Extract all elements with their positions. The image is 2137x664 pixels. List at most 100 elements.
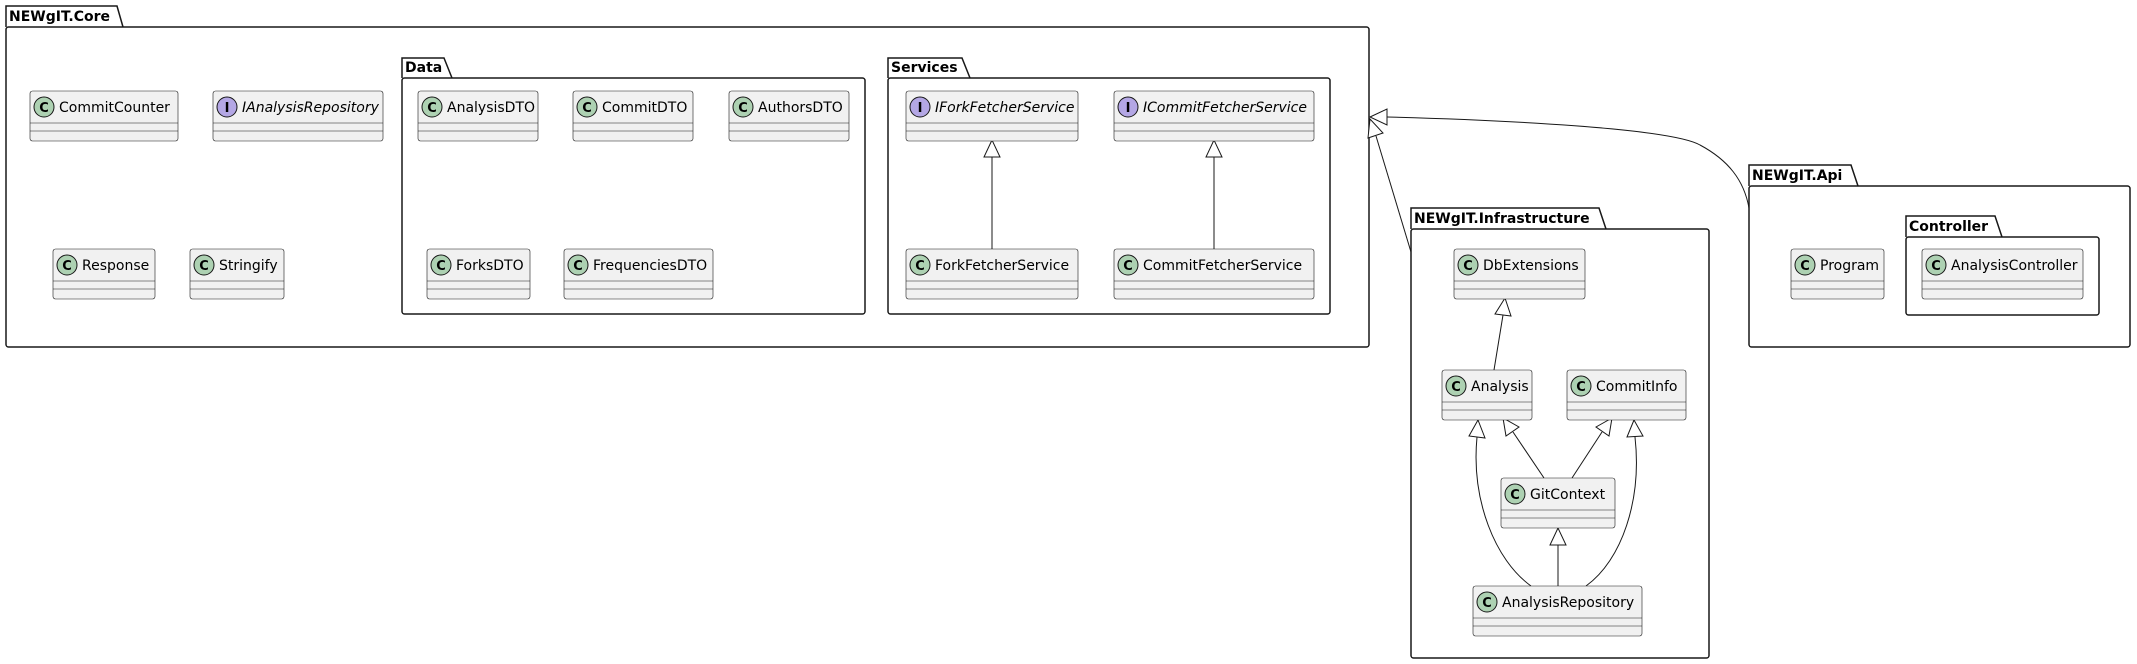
class-name: AnalysisRepository — [1502, 595, 1634, 611]
class-badge-icon — [1117, 254, 1139, 276]
class-name: Response — [82, 258, 149, 274]
badge-letter: C — [582, 101, 592, 116]
class-authors-dto[interactable]: C AuthorsDTO — [728, 90, 850, 142]
class-frequencies-dto[interactable]: C FrequenciesDTO — [563, 248, 714, 300]
inheritance-arrowhead — [1205, 138, 1223, 158]
class-name: FrequenciesDTO — [593, 258, 707, 274]
class-name: AuthorsDTO — [758, 100, 843, 116]
class-ianalysis-repository[interactable]: I IAnalysisRepository — [212, 90, 384, 142]
badge-letter: I — [225, 101, 230, 116]
class-badge-icon — [193, 254, 215, 276]
class-name: ForkFetcherService — [935, 258, 1069, 274]
class-commit-dto[interactable]: C CommitDTO — [572, 90, 694, 142]
class-name: IForkFetcherService — [935, 100, 1074, 116]
inheritance-arrowhead — [1549, 526, 1567, 546]
class-badge-icon — [732, 96, 754, 118]
class-name: AnalysisController — [1951, 258, 2078, 274]
class-commit-info[interactable]: C CommitInfo — [1566, 369, 1687, 421]
edge-gitcontext-to-analysis — [1512, 431, 1545, 479]
class-badge-icon — [430, 254, 452, 276]
badge-letter: C — [427, 101, 437, 116]
class-name: Analysis — [1471, 379, 1529, 395]
badge-letter: C — [1510, 488, 1520, 503]
class-analysis-dto[interactable]: C AnalysisDTO — [417, 90, 539, 142]
badge-letter: C — [1482, 596, 1492, 611]
edge-infrastructure-to-core — [1375, 135, 1412, 253]
class-name: DbExtensions — [1483, 258, 1579, 274]
package-name-newgit-api: NEWgIT.Api — [1752, 168, 1842, 184]
class-badge-icon — [576, 96, 598, 118]
badge-letter: C — [1931, 259, 1941, 274]
class-fork-fetcher-service[interactable]: C ForkFetcherService — [905, 248, 1079, 300]
class-git-context[interactable]: C GitContext — [1500, 477, 1616, 529]
class-name: ForksDTO — [456, 258, 524, 274]
class-program[interactable]: C Program — [1790, 248, 1885, 300]
class-badge-icon — [421, 96, 443, 118]
inheritance-arrowhead — [1595, 417, 1613, 437]
class-name: AnalysisDTO — [447, 100, 535, 116]
class-analysis[interactable]: C Analysis — [1441, 369, 1533, 421]
package-name-services: Services — [891, 60, 958, 76]
edge-api-to-core — [1386, 116, 1750, 209]
class-db-extensions[interactable]: C DbExtensions — [1453, 248, 1586, 300]
class-badge-icon — [1476, 591, 1498, 613]
package-newgit-infrastructure: NEWgIT.Infrastructure — [1410, 207, 1710, 659]
badge-letter: I — [1126, 101, 1131, 116]
inheritance-arrowhead — [1368, 108, 1388, 126]
class-forks-dto[interactable]: C ForksDTO — [426, 248, 531, 300]
badge-letter: C — [1451, 380, 1461, 395]
class-badge-icon — [567, 254, 589, 276]
relations — [983, 108, 1750, 587]
class-name: ICommitFetcherService — [1143, 100, 1307, 116]
badge-letter: C — [39, 101, 49, 116]
class-badge-icon — [909, 254, 931, 276]
class-icommit-fetcher-service[interactable]: I ICommitFetcherService — [1113, 90, 1315, 142]
badge-letter: C — [436, 259, 446, 274]
class-name: GitContext — [1530, 487, 1606, 503]
class-badge-icon — [1504, 483, 1526, 505]
edge-analysisrepository-to-commitinfo — [1585, 436, 1637, 587]
class-analysis-repository[interactable]: C AnalysisRepository — [1472, 585, 1643, 637]
package-name-controller: Controller — [1909, 219, 1988, 235]
inheritance-arrowhead — [1468, 418, 1486, 439]
edge-analysis-to-dbextensions — [1493, 314, 1504, 371]
badge-letter: C — [1576, 380, 1586, 395]
inheritance-arrowhead — [1626, 418, 1644, 438]
class-name: CommitDTO — [602, 100, 687, 116]
inheritance-arrowhead — [1367, 117, 1384, 139]
package-name-newgit-core: NEWgIT.Core — [9, 9, 110, 25]
class-name: Program — [1820, 258, 1879, 274]
class-name: IAnalysisRepository — [242, 100, 380, 116]
class-badge-icon — [1925, 254, 1947, 276]
class-badge-icon — [1445, 375, 1467, 397]
interface-badge-icon — [1117, 96, 1139, 118]
class-name: CommitCounter — [59, 100, 170, 116]
inheritance-arrowhead — [983, 138, 1001, 158]
badge-letter: C — [199, 259, 209, 274]
class-response[interactable]: C Response — [52, 248, 156, 300]
badge-letter: C — [1800, 259, 1810, 274]
interface-badge-icon — [216, 96, 238, 118]
badge-letter: C — [1463, 259, 1473, 274]
package-name-data: Data — [405, 60, 442, 76]
badge-letter: C — [62, 259, 72, 274]
edge-gitcontext-to-commitinfo — [1571, 431, 1603, 479]
class-commit-counter[interactable]: C CommitCounter — [29, 90, 179, 142]
badge-letter: C — [573, 259, 583, 274]
class-badge-icon — [56, 254, 78, 276]
inheritance-arrowhead — [1502, 417, 1520, 437]
badge-letter: C — [915, 259, 925, 274]
class-badge-icon — [1570, 375, 1592, 397]
badge-letter: C — [738, 101, 748, 116]
class-name: CommitInfo — [1596, 379, 1678, 395]
edge-analysisrepository-to-analysis — [1475, 436, 1532, 587]
class-badge-icon — [1457, 254, 1479, 276]
class-analysis-controller[interactable]: C AnalysisController — [1921, 248, 2084, 300]
interface-badge-icon — [909, 96, 931, 118]
inheritance-arrowhead — [1494, 296, 1512, 317]
